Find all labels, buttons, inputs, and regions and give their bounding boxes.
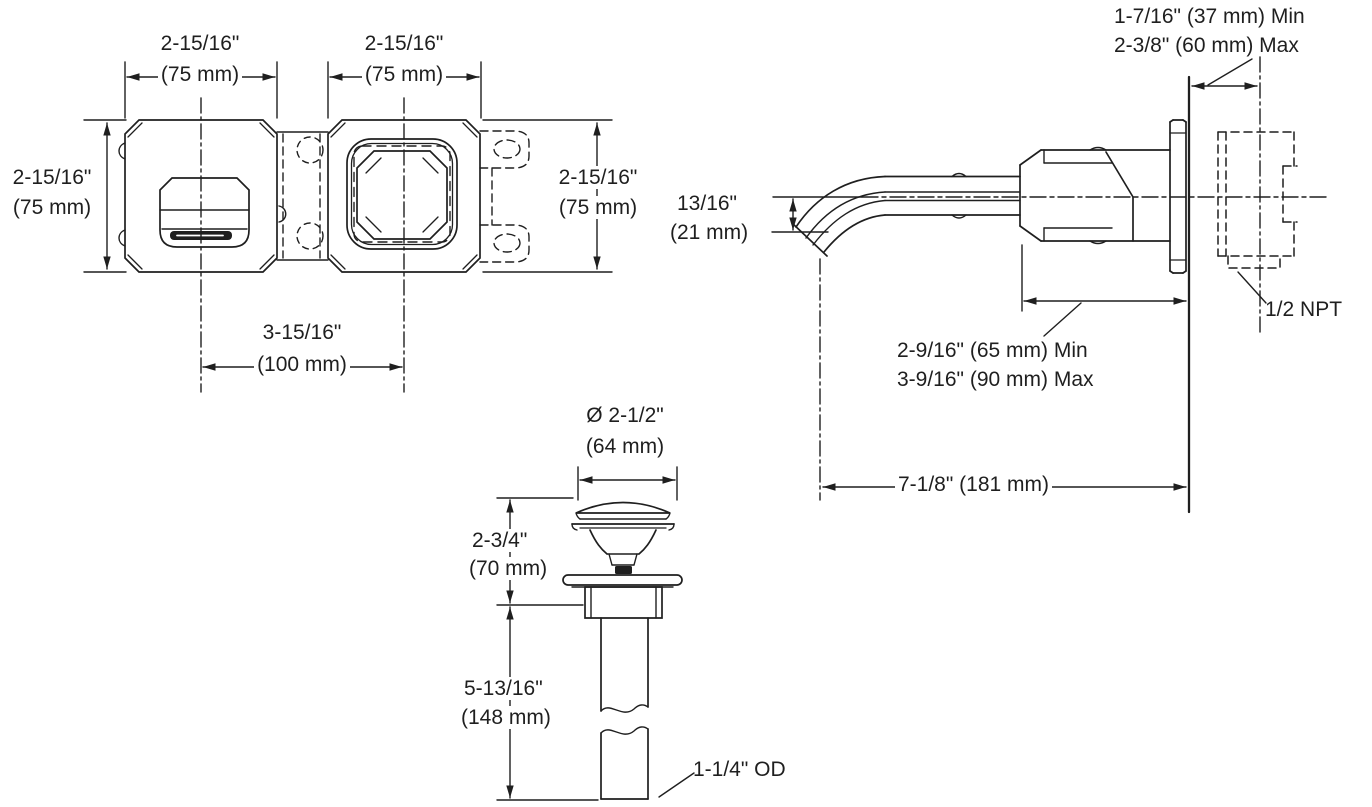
label-tailpiece-in: 5-13/16" [461,677,546,701]
label-body-depth-min: 2-9/16" (65 mm) Min [897,339,1088,363]
mounting-bracket-between-escutcheons [277,132,328,260]
label-body-depth-min-text: 2-9/16" (65 mm) Min [897,339,1088,362]
label-spout-width-in-text: 2-15/16" [160,32,240,55]
label-center-spacing-in-text: 3-15/16" [262,321,342,344]
label-body-depth-max-text: 3-9/16" (90 mm) Max [897,368,1094,391]
label-right-height-in-text: 2-15/16" [555,166,641,189]
label-center-spacing-mm-text: (100 mm) [254,353,350,376]
label-drain-upper-mm-text: (70 mm) [466,557,551,580]
drain-body-block [585,587,662,618]
label-cap-diameter-in: Ø 2-1/2" [565,404,685,428]
label-left-height-in-text: 2-15/16" [9,166,95,189]
label-handle-width-in-text: 2-15/16" [364,32,444,55]
drain-assembly-drawing [563,503,682,800]
label-tailpiece-mm: (148 mm) [458,706,554,730]
wall-flange [1170,120,1186,273]
drain-dimension-lines [497,467,694,800]
label-handle-width-mm: (75 mm) [326,63,482,87]
label-body-depth-max: 3-9/16" (90 mm) Max [897,368,1094,392]
label-tailpiece-mm-text: (148 mm) [458,706,554,729]
spout-side-view [773,57,1330,512]
label-center-spacing-mm: (100 mm) [199,353,405,377]
leader-body-depth [1044,303,1081,336]
leader-outlet-od [659,773,694,797]
label-npt-connection-text: 1/2 NPT [1265,298,1343,321]
label-wall-thickness-min-text: 1-7/16" (37 mm) Min [1114,5,1305,28]
drain-cap-dome [576,503,670,514]
label-drain-upper-in-text: 2-3/4" [469,529,531,552]
label-spout-reach: 7-1/8" (181 mm) [895,473,1052,497]
front-view-dimension-lines [84,62,612,392]
label-spout-width-mm-text: (75 mm) [157,63,243,86]
label-handle-width-in: 2-15/16" [326,32,482,56]
label-spout-drop-mm-text: (21 mm) [670,221,749,244]
label-cap-diameter-mm: (64 mm) [565,435,685,459]
label-left-height-in: 2-15/16" [0,166,104,190]
label-left-height-mm-text: (75 mm) [9,196,95,219]
label-handle-width-mm-text: (75 mm) [361,63,447,86]
label-spout-reach-text: 7-1/8" (181 mm) [895,473,1052,496]
label-spout-width-in: 2-15/16" [122,32,278,56]
label-right-height-in: 2-15/16" [543,166,653,190]
label-wall-thickness-max: 2-3/8" (60 mm) Max [1114,34,1299,58]
leader-wall-thickness [1208,59,1252,85]
label-tailpiece-in-text: 5-13/16" [461,677,546,700]
label-drain-upper-in: 2-3/4" [469,529,531,553]
npt-inlet-tab [1228,256,1280,268]
concealed-valve-body [1218,132,1297,268]
side-view-dimension-lines [772,59,1266,500]
label-right-height-mm: (75 mm) [543,196,653,220]
handle-escutcheon-front [328,120,480,272]
label-center-spacing-in: 3-15/16" [199,321,405,345]
drain-stem-seal [615,566,632,574]
label-outlet-od-text: 1-1/4" OD [693,758,786,781]
label-wall-thickness-max-text: 2-3/8" (60 mm) Max [1114,34,1299,57]
label-spout-width-mm: (75 mm) [122,63,278,87]
label-spout-drop-mm: (21 mm) [670,221,748,245]
label-wall-thickness-min: 1-7/16" (37 mm) Min [1114,5,1305,29]
handle-mounting-tabs [480,131,529,262]
label-left-height-mm: (75 mm) [0,196,104,220]
label-spout-drop-in: 13/16" [677,192,737,216]
label-spout-drop-in-text: 13/16" [677,192,738,215]
leader-npt [1238,272,1266,303]
label-cap-diameter-mm-text: (64 mm) [585,435,665,458]
label-cap-diameter-in-text: Ø 2-1/2" [586,404,664,427]
label-drain-upper-mm: (70 mm) [466,557,551,581]
drain-flange-disc [563,575,682,585]
label-outlet-od: 1-1/4" OD [693,758,786,782]
label-right-height-mm-text: (75 mm) [555,196,641,219]
spout-escutcheon-front [119,120,277,272]
label-npt-connection: 1/2 NPT [1265,298,1342,322]
